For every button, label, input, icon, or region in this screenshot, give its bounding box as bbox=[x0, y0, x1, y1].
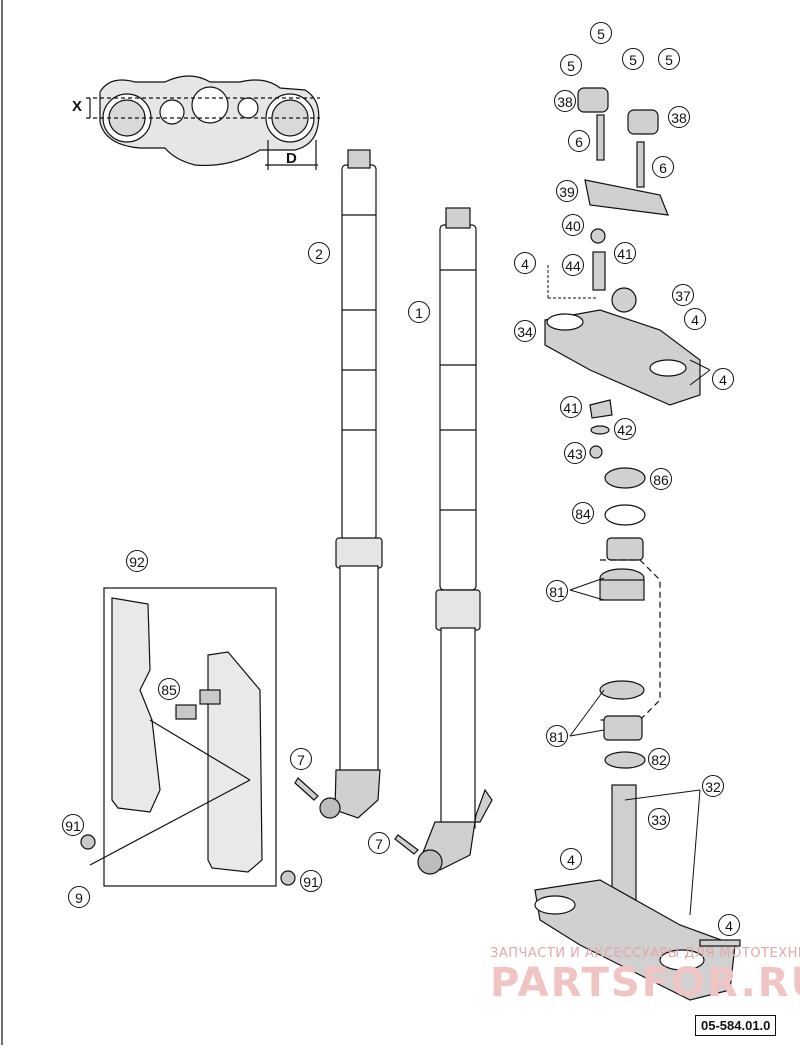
callout-4: 4 bbox=[684, 308, 706, 330]
callout-4: 4 bbox=[560, 848, 582, 870]
callout-7: 7 bbox=[368, 832, 390, 854]
upper-clamp-parts bbox=[544, 87, 701, 561]
fork-leg-2 bbox=[319, 149, 383, 819]
callout-5: 5 bbox=[590, 22, 612, 44]
callout-9: 9 bbox=[68, 886, 90, 908]
watermark-logo: PARTSFOR.RU bbox=[490, 960, 800, 1006]
callout-4: 4 bbox=[712, 368, 734, 390]
callout-6: 6 bbox=[652, 156, 674, 178]
callout-4: 4 bbox=[718, 914, 740, 936]
callout-7: 7 bbox=[290, 748, 312, 770]
callout-6: 6 bbox=[568, 130, 590, 152]
callout-37: 37 bbox=[672, 284, 694, 306]
callout-91: 91 bbox=[62, 814, 84, 836]
callout-81: 81 bbox=[546, 580, 568, 602]
callout-42: 42 bbox=[614, 418, 636, 440]
callout-34: 34 bbox=[514, 320, 536, 342]
callout-44: 44 bbox=[562, 254, 584, 276]
callout-82: 82 bbox=[648, 748, 670, 770]
callout-81: 81 bbox=[546, 725, 568, 747]
callout-5: 5 bbox=[622, 48, 644, 70]
callout-85: 85 bbox=[158, 678, 180, 700]
callout-43: 43 bbox=[564, 442, 586, 464]
fork-guard-kit bbox=[80, 587, 296, 887]
dimension-d-label: D bbox=[286, 150, 297, 167]
callout-39: 39 bbox=[556, 180, 578, 202]
callout-1: 1 bbox=[408, 301, 430, 323]
callout-86: 86 bbox=[650, 468, 672, 490]
callout-40: 40 bbox=[562, 214, 584, 236]
callout-38: 38 bbox=[554, 90, 576, 112]
fork-leg-1 bbox=[417, 207, 493, 875]
callout-41: 41 bbox=[560, 396, 582, 418]
callout-2: 2 bbox=[308, 242, 330, 264]
lower-stem-parts bbox=[534, 568, 741, 1001]
watermark-tagline: ЗАПЧАСТИ И АКСЕССУАРЫ ДЛЯ МОТОТЕХНИКИ bbox=[490, 946, 800, 961]
drawing-code-label: 05-584.01.0 bbox=[695, 1015, 777, 1036]
callout-38: 38 bbox=[668, 106, 690, 128]
callout-5: 5 bbox=[560, 54, 582, 76]
dimension-x-label: X bbox=[72, 98, 83, 115]
bolt-7-parts bbox=[294, 777, 419, 855]
callout-5: 5 bbox=[658, 48, 680, 70]
callout-4: 4 bbox=[514, 252, 536, 274]
leader-lines bbox=[547, 265, 711, 916]
callout-84: 84 bbox=[572, 502, 594, 524]
callout-92: 92 bbox=[126, 550, 148, 572]
triple-clamp-dimension-detail bbox=[86, 75, 320, 170]
callout-41: 41 bbox=[614, 242, 636, 264]
callout-33: 33 bbox=[648, 808, 670, 830]
callout-32: 32 bbox=[702, 775, 724, 797]
callout-91: 91 bbox=[300, 870, 322, 892]
